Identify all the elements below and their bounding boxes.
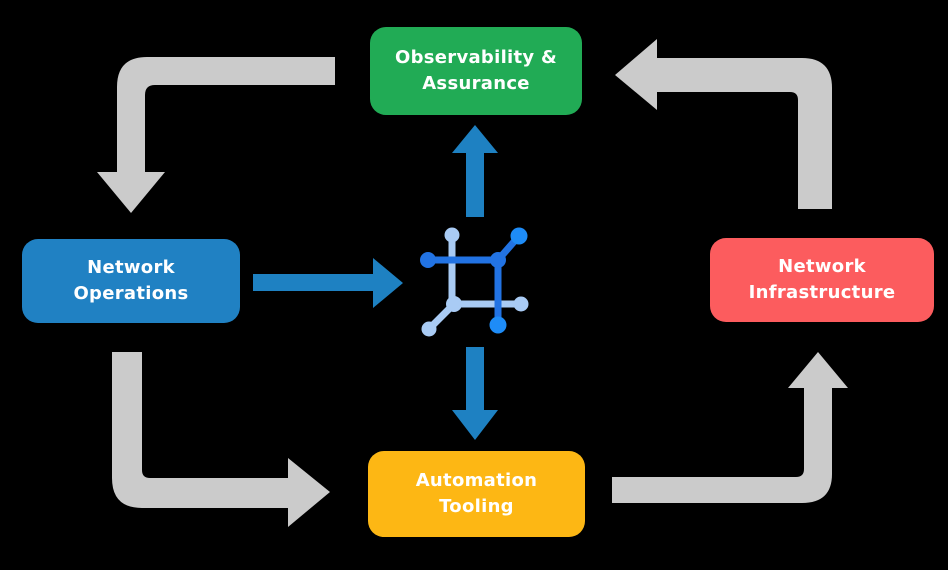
arrow-center-to-automation	[452, 347, 498, 440]
icon-light-dot	[421, 321, 437, 337]
node-label-line: Infrastructure	[748, 282, 896, 303]
arrow-infrastructure-to-observability	[615, 39, 832, 209]
node-label-line: Network	[87, 257, 175, 278]
arrow-observability-to-operations	[97, 57, 335, 213]
node-label-line: Assurance	[422, 73, 530, 94]
node-label-line: Network	[778, 256, 866, 277]
arrow-operations-to-automation	[112, 352, 330, 527]
node-network-infrastructure: Network Infrastructure	[710, 238, 934, 322]
icon-dark-layer	[420, 227, 528, 334]
icon-light-dot	[444, 227, 460, 243]
icon-bright-dot	[489, 316, 507, 334]
node-label-line: Automation	[415, 470, 538, 491]
icon-bright-dot	[510, 227, 528, 245]
node-observability-assurance: Observability & Assurance	[370, 27, 582, 115]
icon-dark-dot	[420, 252, 436, 268]
node-label-line: Tooling	[439, 496, 514, 517]
node-label-line: Observability &	[394, 47, 558, 68]
arrow-automation-to-infrastructure	[612, 352, 848, 503]
icon-dark-node	[490, 252, 506, 268]
node-network-operations: Network Operations	[22, 239, 240, 323]
network-fabric-icon	[420, 227, 529, 337]
arrow-operations-to-center	[253, 258, 403, 308]
icon-light-layer	[421, 227, 529, 337]
node-label-line: Operations	[73, 283, 189, 304]
node-automation-tooling: Automation Tooling	[368, 451, 585, 537]
icon-light-dot	[513, 296, 529, 312]
icon-light-node	[446, 296, 462, 312]
arrow-center-to-observability	[452, 125, 498, 217]
